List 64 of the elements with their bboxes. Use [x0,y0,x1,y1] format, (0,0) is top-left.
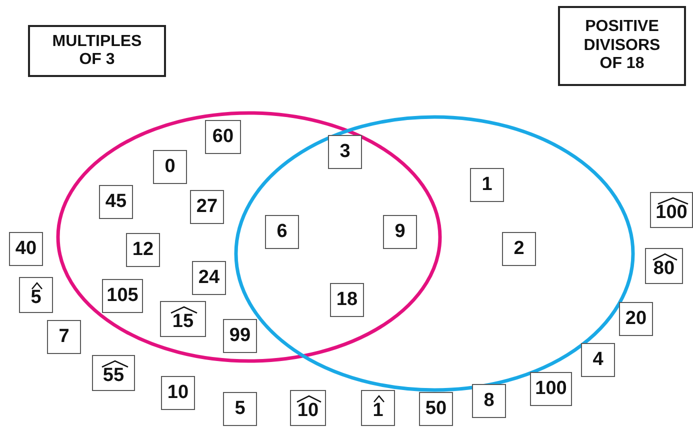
number-card [161,376,195,410]
number-card [645,248,683,284]
set-label-box [28,25,166,77]
number-card [192,261,226,295]
number-card [650,192,693,228]
number-text: 1 [482,174,492,196]
number-card [92,355,135,391]
number-card [330,283,364,317]
number-text: 6 [276,221,288,243]
number-card [102,279,143,313]
number-text: 18 [336,289,358,311]
number-card [265,215,299,249]
number-text: 60 [212,126,234,148]
number-card [205,120,241,154]
number-text: 55 [102,365,124,387]
number-card [99,185,133,219]
number-card [290,390,326,426]
number-card [19,277,53,313]
number-text: 0 [164,156,176,178]
number-card [223,392,257,426]
number-card [9,232,43,266]
number-text: 105 [106,285,138,307]
number-card [126,233,160,267]
number-text: 80 [653,258,675,280]
number-card [190,190,224,224]
number-text: 15 [172,311,194,333]
number-card [472,384,506,418]
number-card [502,232,536,266]
number-text: 100 [535,378,567,400]
number-text: 1 [372,400,384,422]
number-text: 10 [167,382,189,404]
set-title: MULTIPLES OF 3 [51,32,143,70]
number-text: 100 [656,202,688,224]
number-card [419,392,453,426]
number-text: 4 [592,349,604,371]
number-text: 8 [484,390,494,412]
number-card [619,302,653,336]
number-text: 12 [132,239,154,261]
number-card [470,168,504,202]
number-text: 5 [30,287,42,309]
number-text: 5 [234,398,246,420]
number-text: 27 [196,196,218,218]
number-card [47,320,81,354]
number-text: 45 [105,191,127,213]
number-text: 2 [514,238,524,260]
number-text: 24 [198,267,220,289]
set-label-box [558,6,686,86]
number-text: 3 [340,141,350,163]
set-title: POSITIVE DIVISORS OF 18 [582,18,662,74]
number-text: 40 [15,238,37,260]
number-card [328,135,362,169]
number-text: 10 [297,400,319,422]
number-card [160,301,206,337]
number-card [223,319,257,353]
number-card [581,343,615,377]
number-card [530,372,572,406]
number-text: 99 [229,325,251,347]
number-text: 20 [625,308,647,330]
number-text: 7 [58,326,70,348]
number-text: 50 [425,398,447,420]
number-card [383,215,417,249]
number-card [153,150,187,184]
number-card [361,390,395,426]
number-text: 9 [394,221,406,243]
